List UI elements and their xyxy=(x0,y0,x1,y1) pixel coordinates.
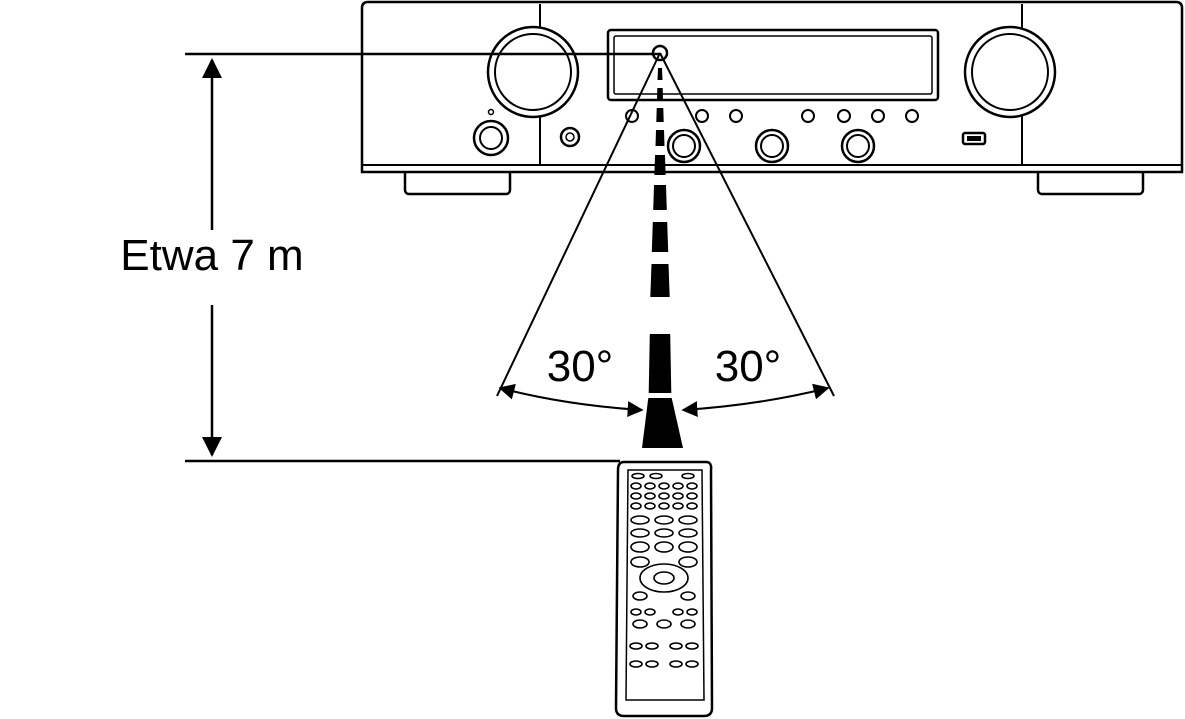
angle-arc-left xyxy=(498,383,644,418)
av-receiver-icon xyxy=(360,0,1184,196)
cone-left-edge xyxy=(496,52,661,397)
cone-right-edge xyxy=(659,52,835,397)
angle-label-right: 30° xyxy=(715,342,782,391)
remote-buttons xyxy=(629,472,699,668)
infrared-beam-icon xyxy=(642,68,683,448)
angle-label-left: 30° xyxy=(547,342,614,391)
receiver-foot-left xyxy=(403,168,512,196)
remote-control-icon xyxy=(614,460,714,718)
distance-indicator xyxy=(185,52,660,463)
distance-label: Etwa 7 m xyxy=(120,231,303,280)
receiver-foot-right xyxy=(1036,168,1145,196)
angle-cone xyxy=(496,52,835,418)
angle-arc-right xyxy=(681,383,830,418)
